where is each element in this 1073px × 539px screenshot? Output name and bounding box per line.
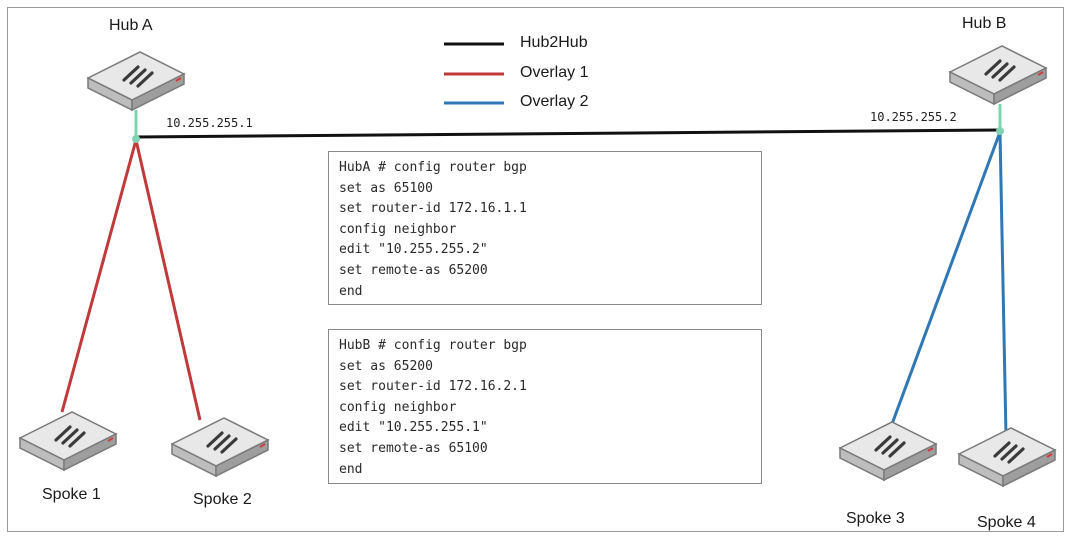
config-line: set router-id 172.16.1.1	[339, 201, 527, 217]
config-line: set router-id 172.16.2.1	[339, 379, 527, 395]
spoke-4-label: Spoke 4	[977, 514, 1036, 531]
config-line: end	[339, 461, 363, 477]
config-line: edit "10.255.255.1"	[339, 420, 488, 436]
legend-overlay1-label: Overlay 1	[520, 64, 589, 81]
overlay1-link-spoke2	[134, 139, 202, 421]
hub-b-label: Hub B	[962, 15, 1007, 32]
spoke-1-device-icon	[18, 411, 118, 472]
spoke-4-device-icon	[957, 427, 1057, 488]
hub-b-ip-label: 10.255.255.2	[870, 110, 957, 124]
config-line: set remote-as 65100	[339, 440, 488, 456]
config-line: set as 65200	[339, 358, 433, 374]
spoke-3-device-icon	[838, 421, 938, 482]
config-line: set as 65100	[339, 180, 433, 196]
overlay1-link-spoke1	[60, 139, 138, 413]
hub-a-device-icon	[86, 51, 186, 112]
config-line: edit "10.255.255.2"	[339, 242, 488, 258]
spoke-1-label: Spoke 1	[42, 486, 101, 503]
spoke-2-device-icon	[170, 417, 270, 478]
hub-b-bgp-config: HubB # config router bgp set as 65200 se…	[328, 329, 762, 484]
hub-a-port-dot	[132, 135, 140, 143]
hub2hub-link	[135, 128, 1001, 139]
hub-a-label: Hub A	[109, 17, 153, 34]
legend-hub2hub-label: Hub2Hub	[520, 34, 588, 51]
config-line: HubB # config router bgp	[339, 338, 527, 353]
config-line: config neighbor	[339, 399, 457, 415]
config-line: end	[339, 283, 363, 299]
hub-b-device-icon	[948, 45, 1048, 106]
spoke-2-label: Spoke 2	[193, 491, 252, 508]
hub-a-ip-label: 10.255.255.1	[166, 116, 253, 130]
config-line: config neighbor	[339, 221, 457, 237]
spoke-3-label: Spoke 3	[846, 510, 905, 527]
diagram-frame	[7, 7, 1064, 532]
config-line: set remote-as 65200	[339, 262, 488, 278]
hub-b-port-dot	[996, 127, 1004, 135]
overlay2-link-spoke4	[998, 131, 1008, 437]
config-line: HubA # config router bgp	[339, 160, 527, 175]
overlay2-link-spoke3	[890, 131, 1002, 425]
legend-overlay2-label: Overlay 2	[520, 93, 589, 110]
hub-a-bgp-config: HubA # config router bgp set as 65100 se…	[328, 151, 762, 305]
